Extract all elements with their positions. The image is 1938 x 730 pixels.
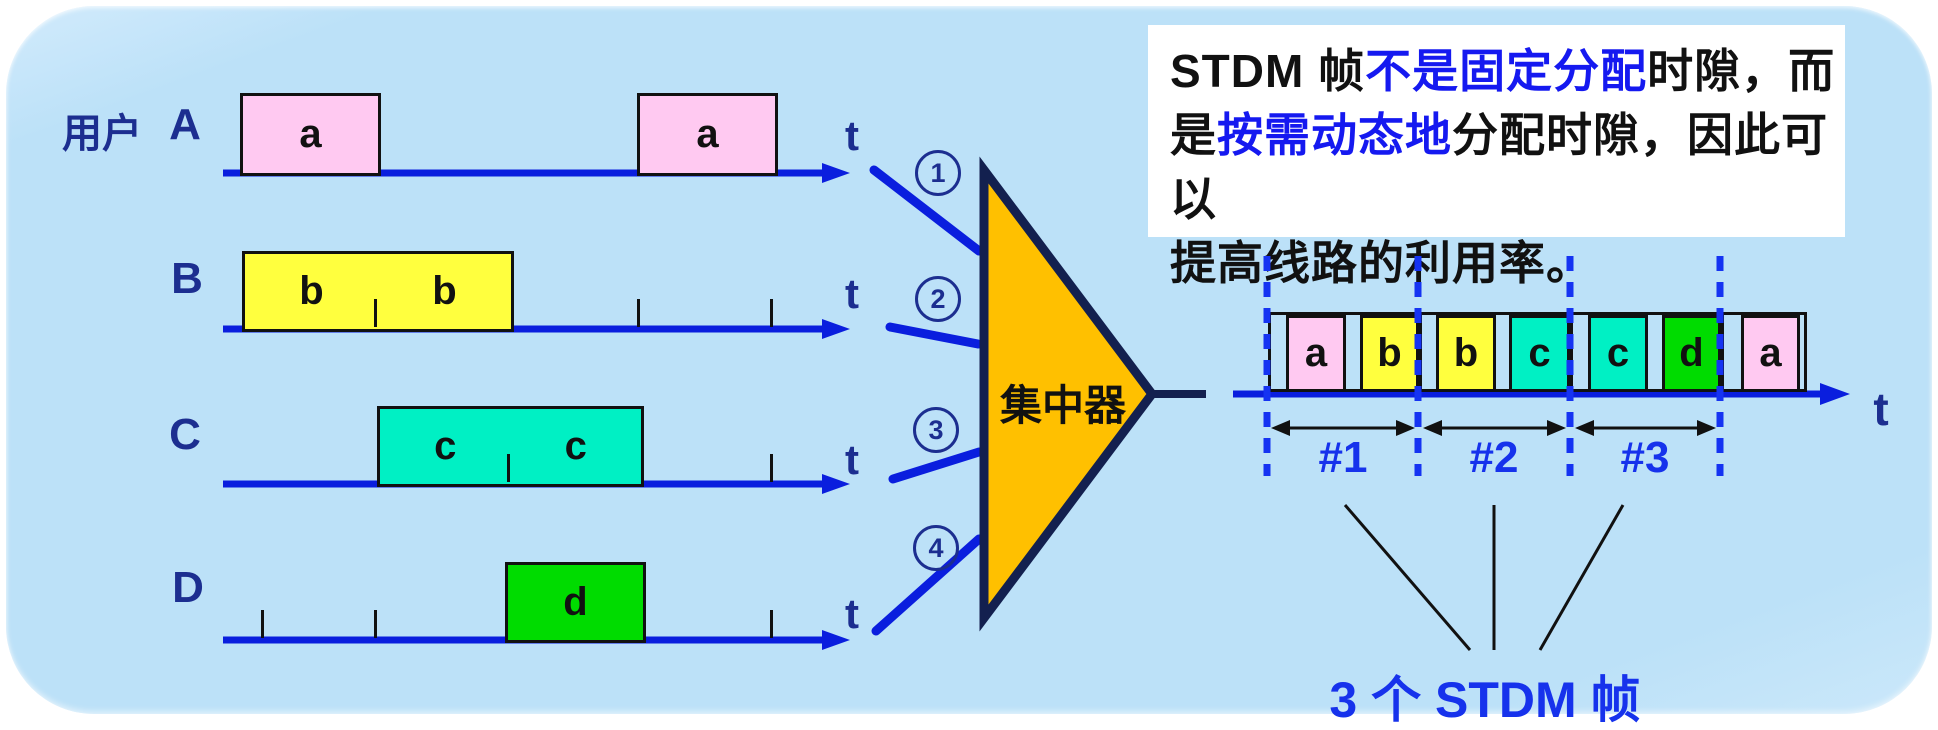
t-label-output: t (1873, 383, 1889, 435)
slot-cell-d: d (1662, 315, 1721, 392)
tick (374, 299, 377, 327)
slot-label: a (1759, 331, 1782, 375)
t-label-a: t (845, 112, 859, 159)
slot-label: b (1453, 331, 1479, 375)
slot-label: b (1377, 331, 1402, 375)
note-segment: 不是固定分配 (1365, 45, 1648, 97)
port-circle-4: 4 (913, 525, 959, 571)
slot-cell-a: a (1741, 315, 1800, 392)
row-label-b: B (171, 254, 203, 303)
stdm-frames-caption: 3 个 STDM 帧 (1329, 672, 1641, 728)
slot-label: c (1528, 331, 1551, 375)
tick (374, 610, 377, 638)
note-segment: 是 (1170, 109, 1217, 161)
slot-cell-c: c (1588, 315, 1648, 392)
t-label-d: t (845, 590, 859, 637)
block-letter: a (299, 112, 322, 156)
slot-cell-c: c (1509, 315, 1570, 392)
port-number: 2 (930, 284, 946, 314)
users-label: 用户 (62, 112, 142, 156)
concentrator-label: 集中器 (999, 382, 1126, 429)
port-circle-3: 3 (913, 407, 959, 453)
block-d: d (505, 562, 646, 643)
slot-label: a (1304, 331, 1328, 375)
note-segment: 按需动态地 (1217, 109, 1452, 161)
note-line: 提高线路的利用率。 (1170, 231, 1845, 295)
slot-cell-a: a (1286, 315, 1346, 392)
slot-label: c (1606, 331, 1630, 375)
block-a-2: a (637, 93, 778, 176)
tick (770, 454, 773, 482)
block-letter: a (696, 112, 719, 156)
tick (770, 299, 773, 327)
port-circle-1: 1 (915, 150, 961, 196)
note-line: STDM 帧不是固定分配时隙，而 (1170, 39, 1845, 103)
tick (261, 610, 264, 638)
note-segment: 时隙，而 (1647, 45, 1836, 97)
block-a-1: a (240, 93, 381, 176)
note-segment: 分配时隙，因此可以 (1170, 109, 1828, 225)
port-circle-2: 2 (915, 276, 961, 322)
slot-label: d (1679, 331, 1704, 375)
tick (770, 610, 773, 638)
t-label-c: t (845, 436, 859, 483)
frame-label-1: #1 (1318, 433, 1368, 482)
tick (507, 454, 510, 482)
frame-label-3: #3 (1620, 433, 1670, 482)
row-label-a: A (169, 100, 201, 149)
slot-cell-b: b (1436, 315, 1496, 392)
block-letter: c (564, 424, 587, 468)
row-label-d: D (172, 563, 204, 612)
note-line: 是按需动态地分配时隙，因此可以 (1170, 103, 1845, 231)
port-number: 4 (928, 533, 944, 563)
t-label-b: t (845, 270, 859, 317)
note-segment: 提高线路的利用率。 (1170, 237, 1593, 289)
slot-cell-b: b (1360, 315, 1419, 392)
port-number: 1 (930, 158, 946, 188)
port-number: 3 (928, 415, 944, 445)
frame-label-2: #2 (1469, 433, 1519, 482)
note-box: STDM 帧不是固定分配时隙，而 是按需动态地分配时隙，因此可以 提高线路的利用… (1148, 25, 1845, 289)
block-letter: d (563, 580, 588, 624)
block-letter: c (434, 424, 457, 468)
tick (637, 299, 640, 327)
row-label-c: C (169, 410, 201, 459)
block-letter: b (299, 269, 324, 313)
block-letter: b (432, 269, 457, 313)
note-segment: STDM 帧 (1170, 45, 1366, 97)
